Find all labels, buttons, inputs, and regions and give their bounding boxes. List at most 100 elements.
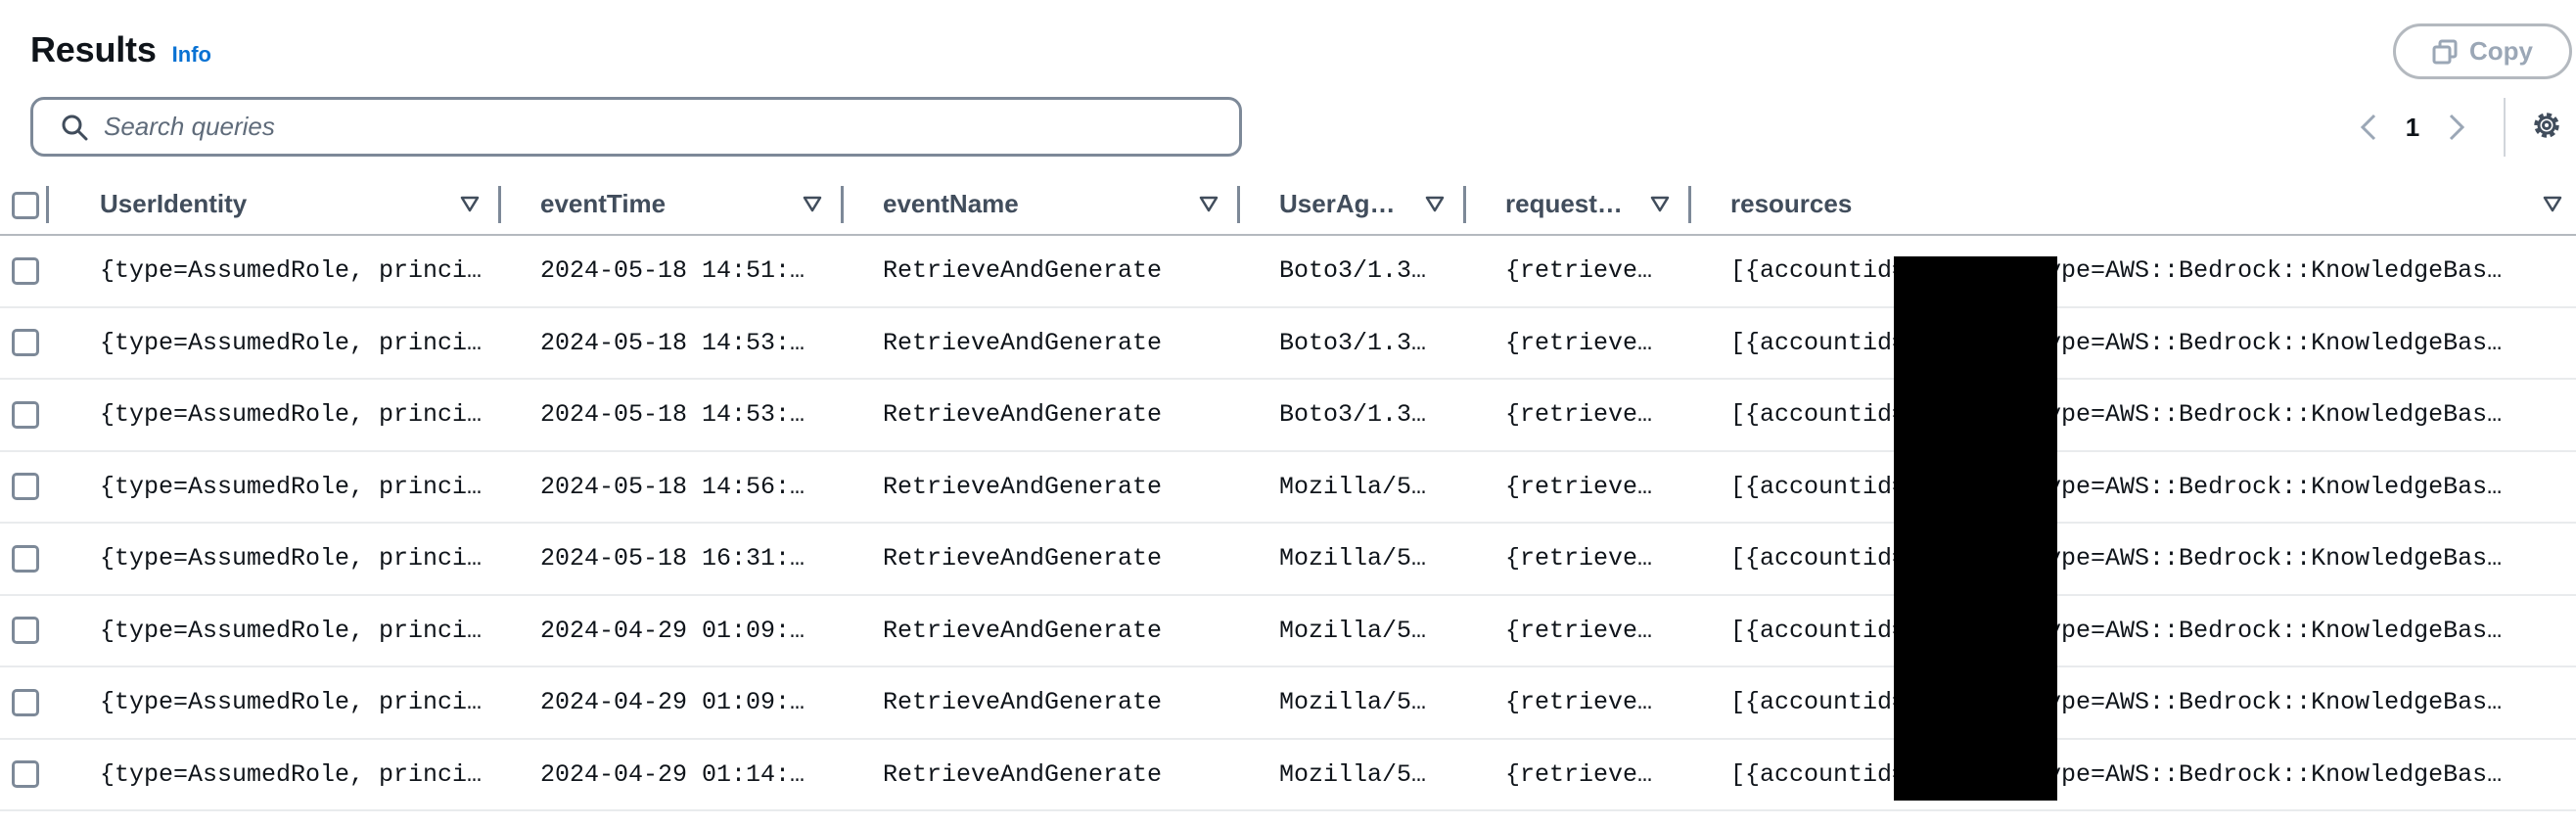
results-table: UserIdentity eventTime eventName UserAg… [0,174,2576,811]
column-resizer[interactable] [841,186,844,223]
table-row[interactable]: {type=AssumedRole, princi… 2024-05-18 14:… [0,379,2576,451]
column-header-eventtime[interactable]: eventTime [501,174,844,235]
search-icon [62,115,88,140]
row-checkbox[interactable] [12,400,39,429]
cell-useragent: Mozilla/5… [1279,616,1427,645]
cell-resources: [{accountid= , type=AWS::Bedrock::Knowled… [1691,666,2576,739]
row-checkbox[interactable] [12,617,39,645]
cell-useragent: Mozilla/5… [1279,472,1427,501]
sort-icon[interactable] [2543,196,2562,213]
pagination-divider [2504,98,2506,157]
copy-button-label: Copy [2469,36,2533,66]
search-input[interactable] [104,112,1180,142]
resources-prefix: [{accountid= [1730,472,1908,501]
cell-eventtime: 2024-05-18 16:31:… [540,544,805,574]
cell-request: {retrieve… [1505,328,1653,357]
cell-useragent: Boto3/1.3… [1279,256,1427,286]
page-number[interactable]: 1 [2405,112,2420,142]
cell-eventtime: 2024-04-29 01:09:… [540,616,805,645]
column-label: resources [1730,189,1853,218]
cell-eventname: RetrieveAndGenerate [883,400,1163,430]
column-resizer[interactable] [498,186,501,223]
copy-button[interactable]: Copy [2393,23,2572,79]
table-row[interactable]: {type=AssumedRole, princi…2024-05-18 14:… [0,451,2576,524]
sort-icon[interactable] [1425,196,1445,213]
column-header-useridentity[interactable]: UserIdentity [61,174,501,235]
info-link[interactable]: Info [171,42,211,67]
next-page-button[interactable] [2437,104,2476,151]
cell-resources: [{accountid=, type=AWS::Bedrock::Knowled… [1691,307,2576,380]
row-checkbox[interactable] [12,329,39,357]
table-header-row: UserIdentity eventTime eventName UserAg… [0,174,2576,235]
cell-resources: [{accountid=, type=AWS::Bedrock::Knowled… [1691,379,2576,451]
row-select-cell [0,595,61,667]
row-select-cell [0,379,61,451]
chevron-left-icon [2360,114,2376,141]
cell-request: {retrieve… [1505,544,1653,574]
cell-eventname: RetrieveAndGenerate [883,544,1163,574]
cell-request: {retrieve… [1505,472,1653,501]
row-select-cell [0,523,61,595]
table-row[interactable]: {type=AssumedRole, princi…2024-04-29 01:… [0,739,2576,811]
table-row[interactable]: {type=AssumedRole, princi…2024-05-18 14:… [0,307,2576,380]
column-label: UserIdentity [100,189,248,218]
cell-resources: [{accountid= , type=AWS::Bedrock::Knowled… [1691,739,2576,811]
table-row[interactable]: {type=AssumedRole, princi…2024-05-18 16:… [0,523,2576,595]
row-checkbox[interactable] [12,688,39,716]
table-row[interactable]: {type=AssumedRole, princi…2024-05-18 14:… [0,235,2576,307]
row-checkbox[interactable] [12,544,39,573]
resources-suffix: , type=AWS::Bedrock::KnowledgeBas… [2002,472,2503,501]
resources-prefix: [{accountid= [1730,328,1908,357]
cell-resources: [{accountid=, type=AWS::Bedrock::Knowled… [1691,235,2576,307]
resources-suffix: , type=AWS::Bedrock::KnowledgeBas… [2002,688,2503,717]
column-resizer[interactable] [1463,186,1466,223]
row-select-cell [0,451,61,524]
cell-request: {retrieve… [1505,616,1653,645]
select-all-checkbox[interactable] [12,192,39,220]
row-select-cell [0,235,61,307]
table-row[interactable]: {type=AssumedRole, princi… 2024-04-29 01:… [0,666,2576,739]
column-header-resources[interactable]: resources [1691,174,2576,235]
column-header-useragent[interactable]: UserAg… [1240,174,1466,235]
column-header-eventname[interactable]: eventName [844,174,1240,235]
cell-useragent: Boto3/1.3… [1279,400,1427,430]
resources-prefix: [{accountid= [1730,759,1908,789]
sort-icon[interactable] [1650,196,1670,213]
chevron-right-icon [2449,114,2465,141]
resources-suffix: , type=AWS::Bedrock::KnowledgeBas… [2002,759,2503,789]
pagination: 1 [2349,104,2476,151]
column-resizer[interactable] [1237,186,1240,223]
cell-eventname: RetrieveAndGenerate [883,472,1163,501]
sort-icon[interactable] [803,196,822,213]
cell-useragent: Mozilla/5… [1279,759,1427,789]
row-checkbox[interactable] [12,473,39,501]
cell-useridentity: {type=AssumedRole, princi… [100,688,483,717]
cell-useridentity: {type=AssumedRole, princi… [100,400,483,430]
page-title: Results [30,29,157,69]
cell-eventtime: 2024-05-18 14:53:… [540,328,805,357]
cell-eventtime: 2024-04-29 01:09:… [540,688,805,717]
row-checkbox[interactable] [12,256,39,285]
resources-prefix: [{accountid= [1730,544,1908,574]
resources-prefix: [{accountid= [1730,256,1908,286]
cell-useragent: Mozilla/5… [1279,544,1427,574]
resources-prefix: [{accountid= [1730,400,1908,430]
sort-icon[interactable] [460,196,480,213]
resources-suffix: , type=AWS::Bedrock::KnowledgeBas… [2002,544,2503,574]
column-header-request[interactable]: request… [1466,174,1691,235]
column-separator [46,186,49,223]
column-resizer[interactable] [1688,186,1691,223]
previous-page-button[interactable] [2349,104,2388,151]
sort-icon[interactable] [1199,196,1219,213]
cell-eventtime: 2024-05-18 14:53:… [540,400,805,430]
resources-prefix: [{accountid= [1730,616,1908,645]
column-label: request… [1505,189,1623,218]
column-label: UserAg… [1279,189,1396,218]
cell-eventname: RetrieveAndGenerate [883,328,1163,357]
cell-resources: [{accountid=, type=AWS::Bedrock::Knowled… [1691,595,2576,667]
gear-icon[interactable] [2529,108,2564,143]
resources-prefix: [{accountid= [1730,688,1908,717]
table-row[interactable]: {type=AssumedRole, princi… 2024-04-29 01:… [0,595,2576,667]
row-checkbox[interactable] [12,760,39,789]
cell-useridentity: {type=AssumedRole, princi… [100,616,483,645]
